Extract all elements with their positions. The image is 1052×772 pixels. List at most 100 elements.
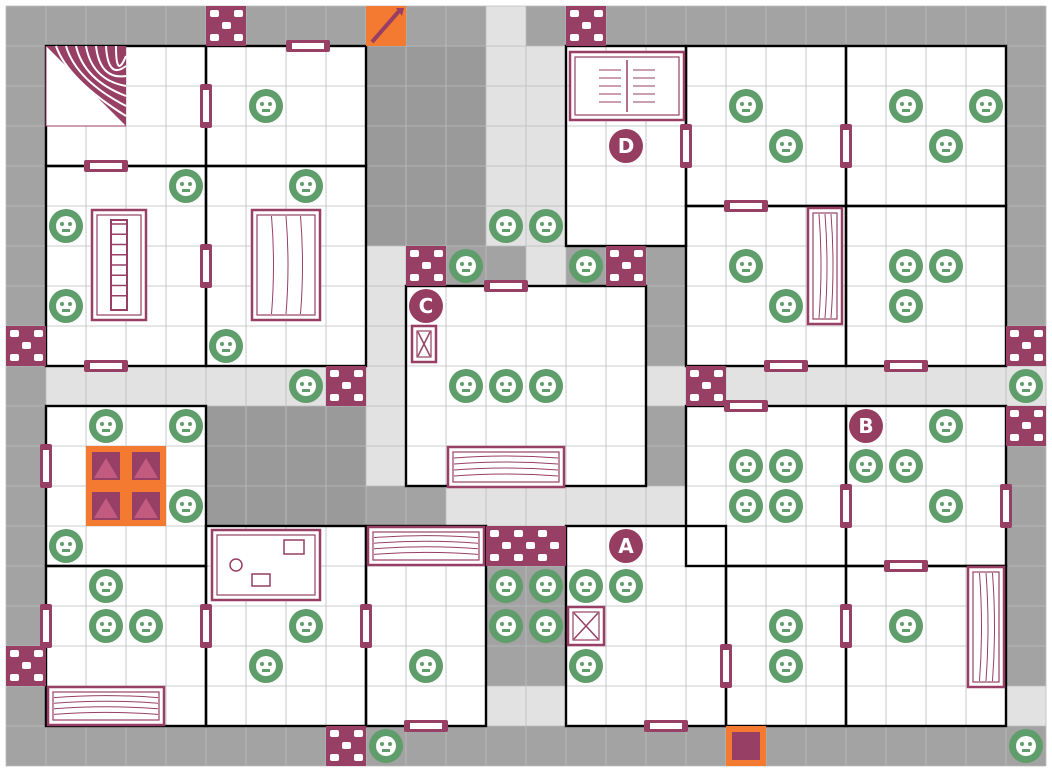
monster-token-icon[interactable] <box>729 89 763 123</box>
monster-token-icon[interactable] <box>249 649 283 683</box>
door-icon[interactable] <box>724 200 768 212</box>
rubble-icon <box>326 726 366 766</box>
rack-furniture <box>806 206 844 326</box>
monster-token-icon[interactable] <box>289 369 323 403</box>
room-label-text: D <box>618 134 635 158</box>
monster-token-icon[interactable] <box>89 409 123 443</box>
door-icon[interactable] <box>680 124 692 168</box>
monster-token-icon[interactable] <box>169 169 203 203</box>
monster-token-icon[interactable] <box>729 249 763 283</box>
door-icon[interactable] <box>840 124 852 168</box>
monster-token-icon[interactable] <box>369 729 403 763</box>
monster-token-icon[interactable] <box>609 569 643 603</box>
rubble-icon <box>6 646 46 686</box>
door-icon[interactable] <box>200 84 212 128</box>
door-icon[interactable] <box>404 720 448 732</box>
door-icon[interactable] <box>884 560 928 572</box>
monster-token-icon[interactable] <box>489 569 523 603</box>
monster-token-icon[interactable] <box>209 329 243 363</box>
monster-token-icon[interactable] <box>769 289 803 323</box>
monster-token-icon[interactable] <box>529 609 563 643</box>
rubble-icon <box>566 6 606 46</box>
monsters-layer <box>49 89 1043 763</box>
monster-token-icon[interactable] <box>169 489 203 523</box>
monster-token-icon[interactable] <box>969 89 1003 123</box>
door-icon[interactable] <box>720 644 732 688</box>
monster-token-icon[interactable] <box>889 249 923 283</box>
monster-token-icon[interactable] <box>89 609 123 643</box>
monster-token-icon[interactable] <box>49 289 83 323</box>
monster-token-icon[interactable] <box>529 569 563 603</box>
door-icon[interactable] <box>200 604 212 648</box>
monster-token-icon[interactable] <box>769 609 803 643</box>
monster-token-icon[interactable] <box>49 209 83 243</box>
monster-token-icon[interactable] <box>889 609 923 643</box>
monster-token-icon[interactable] <box>889 289 923 323</box>
room-label-c: C <box>409 289 443 323</box>
monster-token-icon[interactable] <box>529 369 563 403</box>
room-label-text: A <box>618 534 634 558</box>
monster-token-icon[interactable] <box>929 409 963 443</box>
blocked-area-0 <box>366 46 486 246</box>
monster-token-icon[interactable] <box>1009 369 1043 403</box>
rubble-icon <box>1006 326 1046 366</box>
monster-token-icon[interactable] <box>769 649 803 683</box>
monster-token-icon[interactable] <box>729 489 763 523</box>
rubble-icon <box>326 366 366 406</box>
monster-token-icon[interactable] <box>489 209 523 243</box>
door-icon[interactable] <box>764 360 808 372</box>
door-icon[interactable] <box>840 604 852 648</box>
door-icon[interactable] <box>360 604 372 648</box>
monster-token-icon[interactable] <box>769 449 803 483</box>
monster-token-icon[interactable] <box>929 489 963 523</box>
monster-token-icon[interactable] <box>49 529 83 563</box>
table-furniture <box>250 208 322 322</box>
door-icon[interactable] <box>644 720 688 732</box>
door-icon[interactable] <box>840 484 852 528</box>
monster-token-icon[interactable] <box>849 449 883 483</box>
door-icon[interactable] <box>84 160 128 172</box>
door-icon[interactable] <box>884 360 928 372</box>
monster-token-icon[interactable] <box>449 249 483 283</box>
door-icon[interactable] <box>84 360 128 372</box>
monster-token-icon[interactable] <box>449 369 483 403</box>
monster-token-icon[interactable] <box>729 449 763 483</box>
monster-token-icon[interactable] <box>289 609 323 643</box>
monster-token-icon[interactable] <box>409 649 443 683</box>
door-icon[interactable] <box>200 244 212 288</box>
monster-token-icon[interactable] <box>769 129 803 163</box>
door-icon[interactable] <box>484 280 528 292</box>
spear-trap-icon <box>366 6 406 46</box>
monster-token-icon[interactable] <box>769 489 803 523</box>
door-icon[interactable] <box>40 444 52 488</box>
monster-token-icon[interactable] <box>529 209 563 243</box>
monster-token-icon[interactable] <box>289 169 323 203</box>
door-icon[interactable] <box>724 400 768 412</box>
monster-token-icon[interactable] <box>889 89 923 123</box>
traps-layer <box>86 6 766 766</box>
monster-token-icon[interactable] <box>129 609 163 643</box>
monster-token-icon[interactable] <box>169 409 203 443</box>
monster-token-icon[interactable] <box>929 249 963 283</box>
monster-token-icon[interactable] <box>489 609 523 643</box>
monster-token-icon[interactable] <box>889 449 923 483</box>
monster-token-icon[interactable] <box>929 129 963 163</box>
monster-token-icon[interactable] <box>1009 729 1043 763</box>
room-label-a: A <box>609 529 643 563</box>
door-icon[interactable] <box>1000 484 1012 528</box>
door-icon[interactable] <box>40 604 52 648</box>
door-icon[interactable] <box>286 40 330 52</box>
monster-token-icon[interactable] <box>569 249 603 283</box>
corridor-light-14 <box>486 6 526 46</box>
monster-token-icon[interactable] <box>489 369 523 403</box>
room-label-text: B <box>858 414 873 438</box>
monster-token-icon[interactable] <box>569 649 603 683</box>
pit-trap-icon <box>86 486 126 526</box>
room-label-d: D <box>609 129 643 163</box>
rubble-layer <box>6 6 1046 766</box>
monster-token-icon[interactable] <box>249 89 283 123</box>
chair-furniture <box>410 324 438 364</box>
monster-token-icon[interactable] <box>89 569 123 603</box>
monster-token-icon[interactable] <box>569 569 603 603</box>
alchemist-bench-furniture <box>210 528 322 602</box>
